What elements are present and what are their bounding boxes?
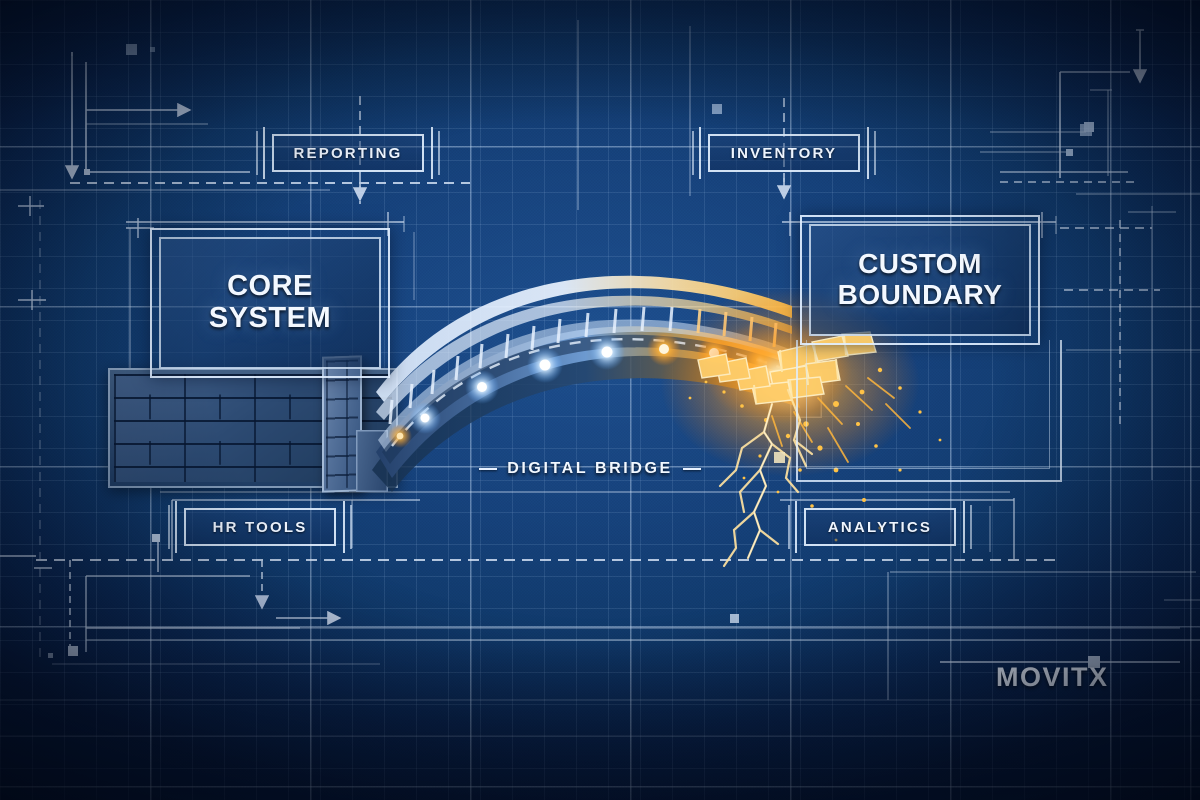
blueprint-canvas: CORE SYSTEM CUSTOM BOUNDARY REPORTING IN… (0, 0, 1200, 800)
vignette-overlay (0, 0, 1200, 800)
